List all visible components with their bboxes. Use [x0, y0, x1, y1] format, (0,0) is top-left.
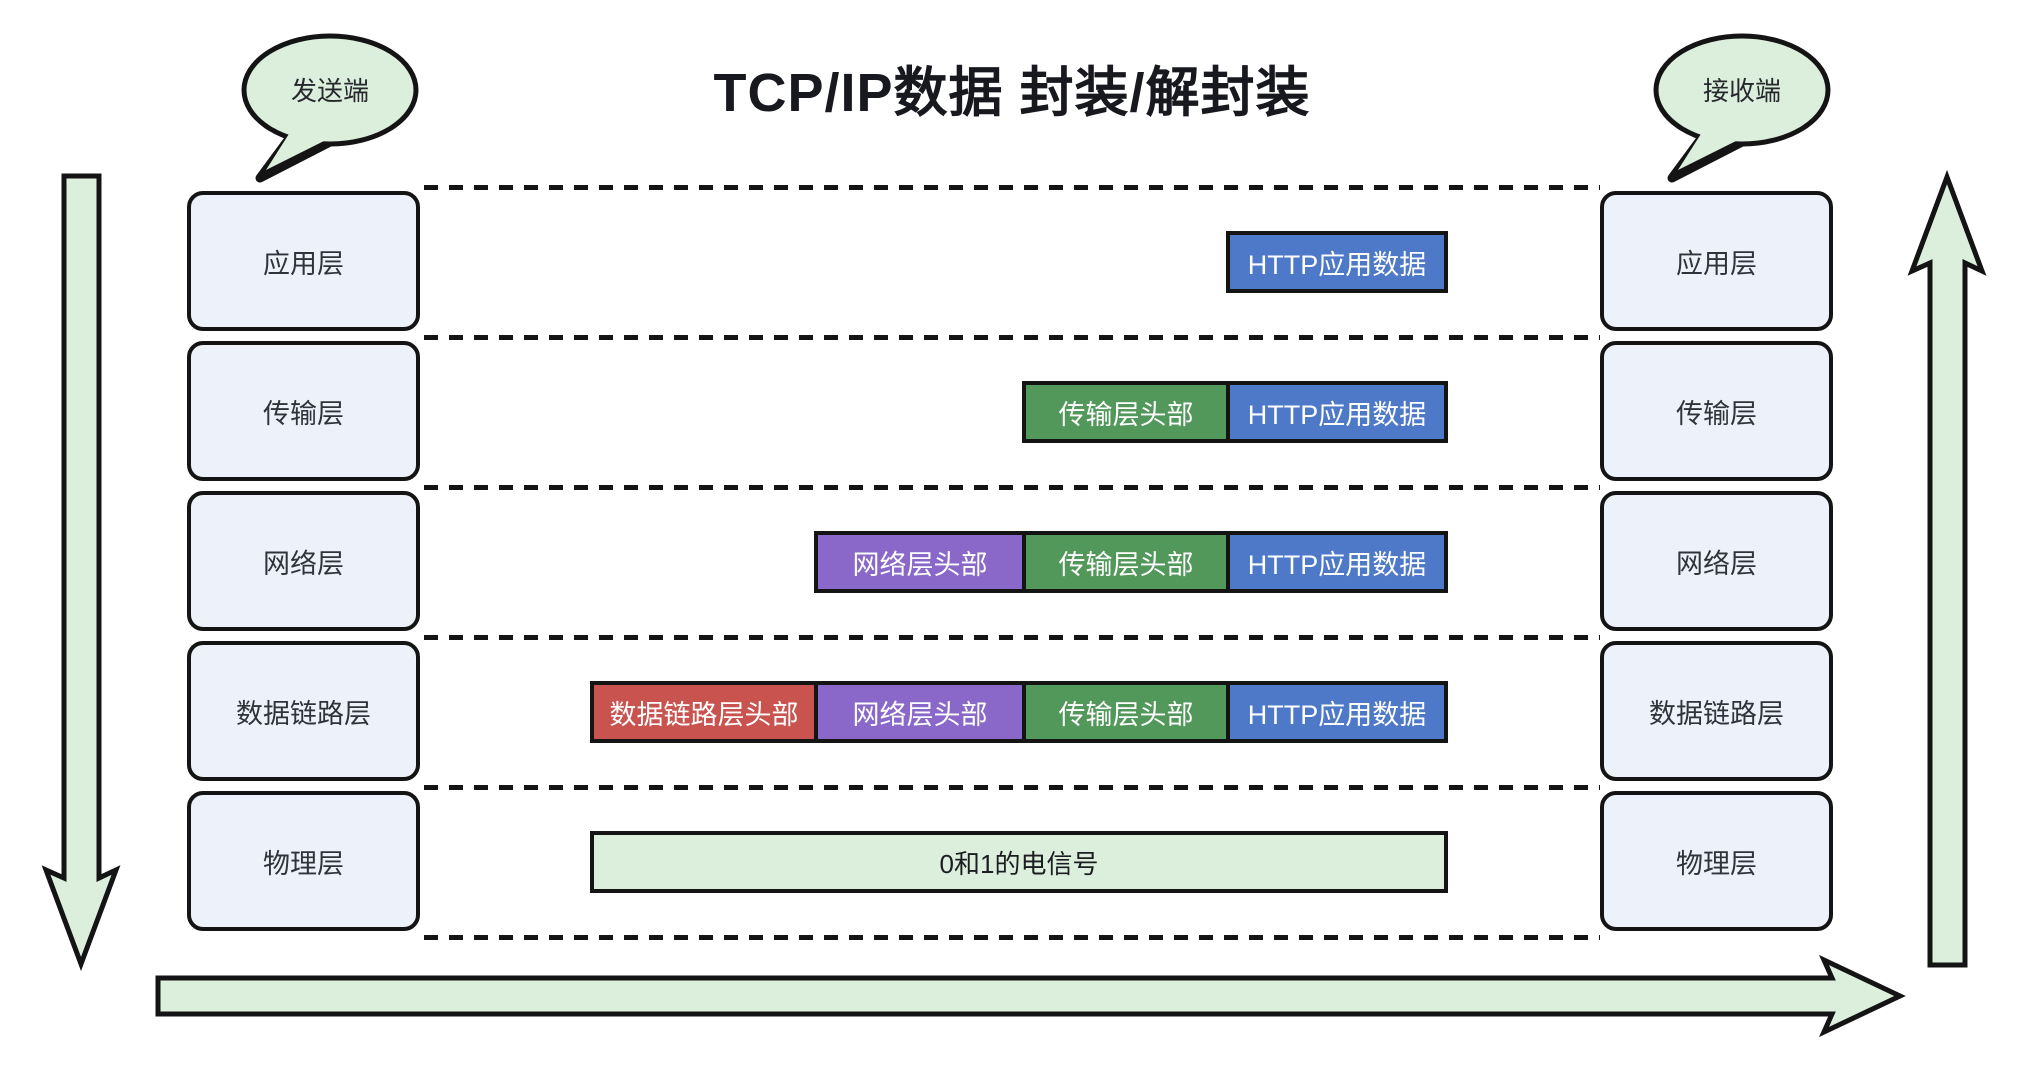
speech-bubble-body	[1653, 33, 1831, 147]
layer-boundary-dashed-line	[424, 335, 1600, 340]
receiver-layer-network: 网络层	[1600, 491, 1833, 631]
sender-layer-network: 网络层	[187, 491, 420, 631]
pdu-segment-http-data: HTTP应用数据	[1226, 231, 1448, 293]
sender-layer-transport: 传输层	[187, 341, 420, 481]
layer-boundary-dashed-line	[424, 785, 1600, 790]
layer-boundary-dashed-line	[424, 485, 1600, 490]
pdu-row-application: HTTP应用数据	[1226, 231, 1448, 293]
physical-signal-box: 0和1的电信号	[590, 831, 1448, 893]
diagram-title: TCP/IP数据 封装/解封装	[713, 63, 1311, 123]
pdu-segment-network-header: 网络层头部	[814, 681, 1026, 743]
layer-boundary-dashed-line	[424, 635, 1600, 640]
speech-bubble-body	[241, 33, 419, 147]
receiver-layer-datalink: 数据链路层	[1600, 641, 1833, 781]
sender-label: 发送端	[291, 76, 369, 106]
receiver-speech-bubble: 接收端	[1653, 33, 1831, 183]
speech-bubble-tail-fill	[1678, 126, 1746, 170]
receiver-up-arrow-icon	[1907, 169, 1987, 968]
receiver-label: 接收端	[1703, 76, 1781, 106]
pdu-row-network: 网络层头部 传输层头部 HTTP应用数据	[814, 531, 1448, 593]
receiver-layer-application: 应用层	[1600, 191, 1833, 331]
pdu-segment-datalink-header: 数据链路层头部	[590, 681, 818, 743]
sender-speech-bubble: 发送端	[241, 33, 419, 183]
transmission-right-arrow-icon	[155, 954, 1906, 1038]
pdu-segment-http-data: HTTP应用数据	[1226, 531, 1448, 593]
layer-boundary-dashed-line	[424, 935, 1600, 940]
sender-layer-datalink: 数据链路层	[187, 641, 420, 781]
pdu-segment-http-data: HTTP应用数据	[1226, 681, 1448, 743]
pdu-row-transport: 传输层头部 HTTP应用数据	[1022, 381, 1448, 443]
sender-layer-physical: 物理层	[187, 791, 420, 931]
pdu-segment-network-header: 网络层头部	[814, 531, 1026, 593]
pdu-segment-transport-header: 传输层头部	[1022, 381, 1230, 443]
sender-down-arrow-icon	[41, 173, 121, 972]
speech-bubble-tail-fill	[266, 126, 334, 170]
pdu-segment-transport-header: 传输层头部	[1022, 531, 1230, 593]
receiver-layer-physical: 物理层	[1600, 791, 1833, 931]
pdu-row-datalink: 数据链路层头部 网络层头部 传输层头部 HTTP应用数据	[590, 681, 1448, 743]
receiver-layer-transport: 传输层	[1600, 341, 1833, 481]
pdu-segment-transport-header: 传输层头部	[1022, 681, 1230, 743]
pdu-segment-http-data: HTTP应用数据	[1226, 381, 1448, 443]
layer-boundary-dashed-line	[424, 185, 1600, 190]
sender-layer-application: 应用层	[187, 191, 420, 331]
